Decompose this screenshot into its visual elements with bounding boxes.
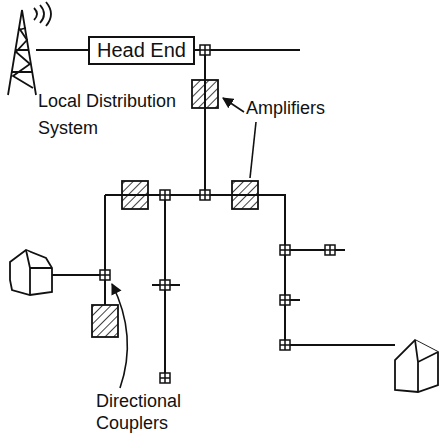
callout-label: Local Distribution System (38, 88, 188, 142)
node-label: Head End (97, 39, 186, 61)
head-end-box: Head End (88, 36, 195, 65)
leader-lines (112, 98, 256, 388)
cable-wires (36, 50, 395, 378)
radio-waves (34, 2, 51, 26)
house-icons (10, 250, 438, 392)
amplifier-symbols (92, 80, 258, 337)
callout-label: Directional Couplers (96, 391, 208, 434)
callout-label: Amplifiers (246, 98, 356, 120)
antenna-tower (8, 2, 51, 95)
